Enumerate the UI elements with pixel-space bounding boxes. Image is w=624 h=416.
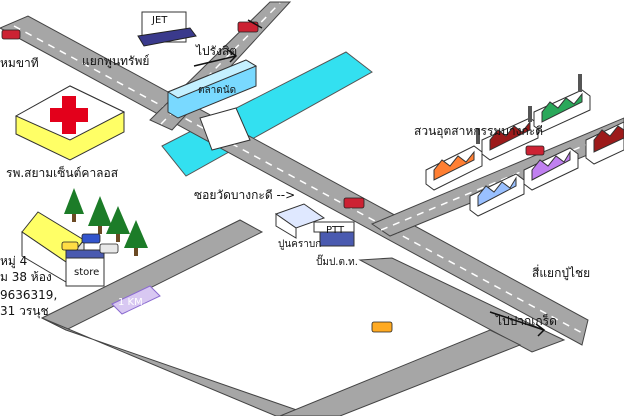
- factory-icon: [533, 89, 591, 133]
- car-icon: [81, 233, 101, 244]
- chimney: [578, 74, 582, 92]
- chimney: [528, 106, 532, 122]
- main-road-centerline: [13, 25, 585, 335]
- industrial-label: สวนอุตสาหกรรมบางกะดี: [414, 124, 544, 138]
- jet-label: JET: [152, 15, 168, 26]
- ptt-station-label: ปั๊มป.ต.ท.: [316, 257, 358, 268]
- car-icon: [1, 29, 21, 40]
- store-building: [65, 257, 105, 287]
- car-icon: [61, 241, 79, 251]
- loop-road-right: [358, 257, 566, 353]
- car-icon: [525, 145, 545, 156]
- ptt-building: [319, 231, 355, 247]
- junction-top-label: แยกพูนทรัพย์: [82, 54, 150, 68]
- arrow-top-right: [247, 19, 263, 29]
- km-sign-label: 1 KM.: [118, 297, 146, 308]
- to-rangsit-label: ไปรังสิต: [196, 44, 238, 58]
- market-label: ตลาดนัด: [198, 85, 237, 96]
- jet-canopy: [137, 27, 197, 47]
- factory-icon: [425, 145, 483, 191]
- road-left-label: หมขาที: [0, 56, 39, 70]
- loop-road-bottom: [41, 317, 315, 416]
- chimney: [476, 128, 480, 144]
- arrow-to-pakkret: [489, 311, 546, 337]
- factory-icon: [585, 121, 624, 165]
- shop-label: ปูนคราบก: [278, 239, 322, 250]
- hospital-cross-icon: [50, 96, 88, 134]
- arrow-to-rangsit: [193, 49, 238, 67]
- factory-icon: [523, 147, 579, 191]
- sign-icon: [111, 285, 161, 315]
- store-label: store: [74, 267, 100, 278]
- tree-icon: [88, 196, 112, 234]
- soi-label: ซอยวัดบางกะดี -->: [194, 188, 296, 202]
- address-line-3: 9636319,: [0, 288, 58, 302]
- main-road: [0, 15, 589, 346]
- tree-icon: [106, 206, 130, 242]
- factory-icon: [481, 117, 539, 161]
- loop-road-lower-right: [279, 329, 522, 416]
- road-to-industrial-centerline: [380, 128, 624, 231]
- tree-icon: [64, 188, 84, 222]
- shop-building-front: [275, 213, 297, 239]
- car-icon: [99, 243, 119, 254]
- address-line-4: 31 วรนุช: [0, 304, 49, 318]
- bridge: [199, 107, 251, 151]
- car-icon: [371, 321, 393, 333]
- car-icon: [237, 21, 259, 33]
- store-roof: [65, 249, 105, 259]
- factory-icon: [469, 173, 525, 217]
- ptt-label: PTT: [326, 225, 345, 236]
- hospital-label: รพ.สยามเซ็นต์คาลอส: [6, 166, 119, 180]
- tree-icon: [124, 220, 148, 256]
- address-line-1: หมู่ 4: [0, 254, 28, 268]
- market-building-top: [166, 59, 258, 99]
- address-line-2: ม 38 ห้อง: [0, 270, 52, 284]
- junction-bottom-label: สี่แยกปู่ไชย: [532, 266, 591, 280]
- car-icon: [343, 197, 365, 209]
- to-pakkret-label: ไปปากเกร็ด: [496, 314, 557, 328]
